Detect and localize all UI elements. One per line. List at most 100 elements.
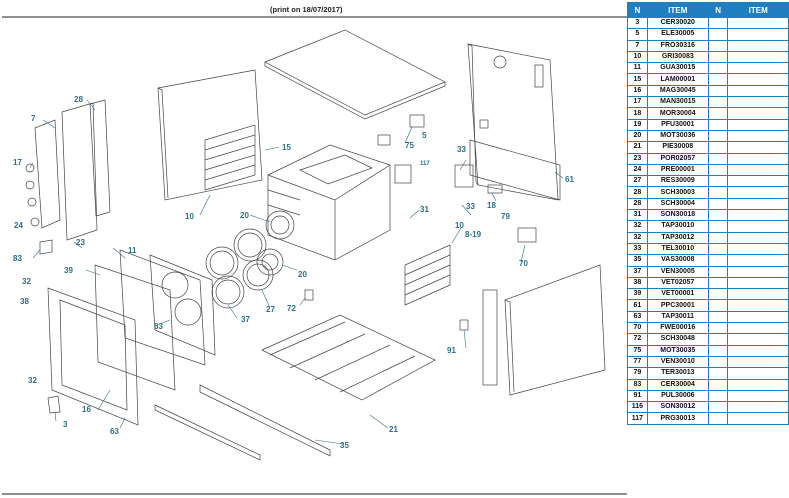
- callout-24: 24: [14, 221, 23, 230]
- part-item-code-col2: [727, 299, 789, 312]
- part-number-col2: [707, 164, 729, 177]
- part-number: 38: [627, 277, 648, 290]
- callout-75: 75: [405, 141, 414, 150]
- part-item-code: MAN30015: [646, 96, 709, 109]
- part-item-code-col2: [727, 356, 789, 369]
- part-number-col2: [707, 153, 729, 165]
- part-number-col2: [707, 119, 729, 131]
- part-number: 117: [627, 412, 648, 425]
- callout-20-bottom: 20: [298, 270, 307, 279]
- part-item-code-col2: [727, 243, 789, 256]
- part-number-col2: [707, 73, 729, 86]
- part-number-col2: [707, 130, 729, 143]
- callout-63-door: 63: [154, 322, 163, 331]
- part-item-code: TER30013: [646, 367, 709, 380]
- part-item-code-col2: [727, 254, 789, 267]
- callout-28: 28: [74, 95, 83, 104]
- part-item-code: CER30004: [646, 379, 709, 391]
- part-number: 70: [627, 322, 648, 335]
- part-item-code-col2: [727, 367, 789, 380]
- part-item-code-col2: [727, 40, 789, 52]
- part-number: 72: [627, 333, 648, 346]
- callout-31: 31: [420, 205, 429, 214]
- callout-63-bottom: 63: [110, 427, 119, 436]
- part-number-col2: [707, 254, 729, 267]
- part-item-code: VEN30005: [646, 266, 709, 278]
- table-header-row: N ITEM N ITEM: [627, 2, 789, 18]
- callout-37: 37: [241, 315, 250, 324]
- part-item-code: PIE30008: [646, 141, 709, 154]
- callout-20-top: 20: [240, 211, 249, 220]
- part-number-col2: [707, 266, 729, 278]
- part-number-col2: [707, 390, 729, 403]
- callout-32-bottom: 32: [28, 376, 37, 385]
- part-item-code: SON30018: [646, 209, 709, 222]
- callout-79: 79: [501, 212, 510, 221]
- part-item-code: SCH30048: [646, 333, 709, 346]
- left-side-panel: [157, 69, 263, 201]
- part-number: 3: [627, 17, 648, 30]
- part-number: 91: [627, 390, 648, 403]
- part-item-code: PPC30001: [646, 299, 709, 312]
- callout-10-right: 10: [455, 221, 464, 230]
- part-item-code-col2: [727, 209, 789, 222]
- part-item-code-col2: [727, 277, 789, 290]
- part-number: 15: [627, 73, 648, 86]
- part-number-col2: [707, 333, 729, 346]
- part-number-col2: [707, 299, 729, 312]
- part-number-col2: [707, 277, 729, 290]
- part-item-code: SCH30004: [646, 198, 709, 211]
- callout-33-top: 33: [457, 145, 466, 154]
- callout-7: 7: [31, 114, 36, 123]
- part-number-col2: [707, 141, 729, 154]
- header-n: N: [627, 2, 648, 18]
- callout-8-19: 8-19: [465, 230, 482, 239]
- part-number: 37: [627, 266, 648, 278]
- part-number-col2: [707, 322, 729, 335]
- part-item-code: PFU30001: [646, 119, 709, 131]
- part-number-col2: [707, 51, 729, 64]
- callout-21: 21: [389, 425, 398, 434]
- part-item-code-col2: [727, 390, 789, 403]
- part-item-code-col2: [727, 51, 789, 64]
- callout-18: 18: [487, 201, 496, 210]
- part-item-code-col2: [727, 412, 789, 425]
- callout-11: 11: [128, 246, 137, 255]
- part-item-code: VEN30010: [646, 356, 709, 369]
- callout-5: 5: [422, 131, 427, 140]
- part-item-code-col2: [727, 28, 789, 41]
- part-number: 77: [627, 356, 648, 369]
- part-item-code-col2: [727, 288, 789, 301]
- callout-16: 16: [82, 405, 91, 414]
- print-date-note: (print on 18/07/2017): [270, 5, 343, 14]
- callout-70: 70: [519, 259, 528, 268]
- part-number: 83: [627, 379, 648, 391]
- callout-117: 117: [420, 161, 430, 167]
- part-number: 32: [627, 232, 648, 244]
- part-item-code-col2: [727, 107, 789, 120]
- part-item-code: LAM00001: [646, 73, 709, 86]
- callout-39: 39: [64, 266, 73, 275]
- part-item-code: RES30009: [646, 175, 709, 188]
- part-number: 18: [627, 107, 648, 120]
- part-number-col2: [707, 107, 729, 120]
- part-item-code-col2: [727, 232, 789, 244]
- part-number-col2: [707, 17, 729, 30]
